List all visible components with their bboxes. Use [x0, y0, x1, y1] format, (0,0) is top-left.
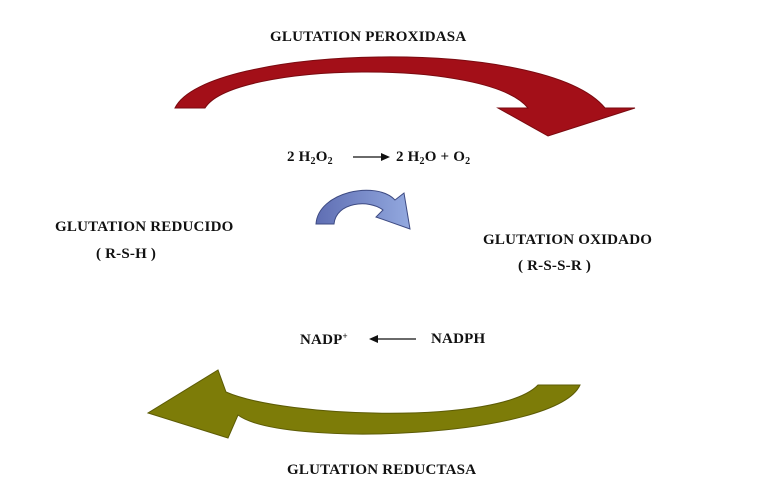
- glutathione-conversion-arrow: [315, 189, 411, 230]
- product-subscript-1: 2: [419, 156, 425, 167]
- nadph-reaction-arrow: [369, 335, 416, 343]
- peroxide-reaction-reactant: 2 H2O2: [287, 150, 333, 167]
- peroxide-reaction-arrow: [353, 153, 390, 161]
- reactant-coefficient: 2 H: [287, 149, 311, 165]
- product-coefficient: 2 H: [396, 149, 420, 165]
- reactant-oxygen: O: [315, 149, 328, 165]
- enzyme-reductase-label: GLUTATION REDUCTASA: [287, 462, 477, 478]
- peroxidase-cycle-arrow: [174, 56, 636, 137]
- peroxide-reaction-products: 2 H2O + O2: [396, 150, 470, 167]
- reactant-subscript-1: 2: [310, 156, 316, 167]
- reductase-cycle-arrow: [146, 369, 581, 439]
- oxidized-glutathione-formula: ( R-S-S-R ): [518, 258, 592, 274]
- nadph-reactant-label: NADPH: [431, 331, 486, 347]
- nadp-product-label: NADP+: [300, 332, 348, 348]
- oxidized-glutathione-name: GLUTATION OXIDADO: [483, 232, 653, 248]
- reduced-glutathione-name: GLUTATION REDUCIDO: [55, 219, 234, 235]
- product-subscript-2: 2: [465, 156, 471, 167]
- product-oxygen: O + O: [424, 149, 466, 165]
- nadp-text: NADP: [300, 332, 343, 348]
- reduced-glutathione-formula: ( R-S-H ): [96, 246, 157, 262]
- enzyme-peroxidase-label: GLUTATION PEROXIDASA: [270, 29, 467, 45]
- nadp-charge: +: [342, 331, 348, 341]
- reactant-subscript-2: 2: [327, 156, 333, 167]
